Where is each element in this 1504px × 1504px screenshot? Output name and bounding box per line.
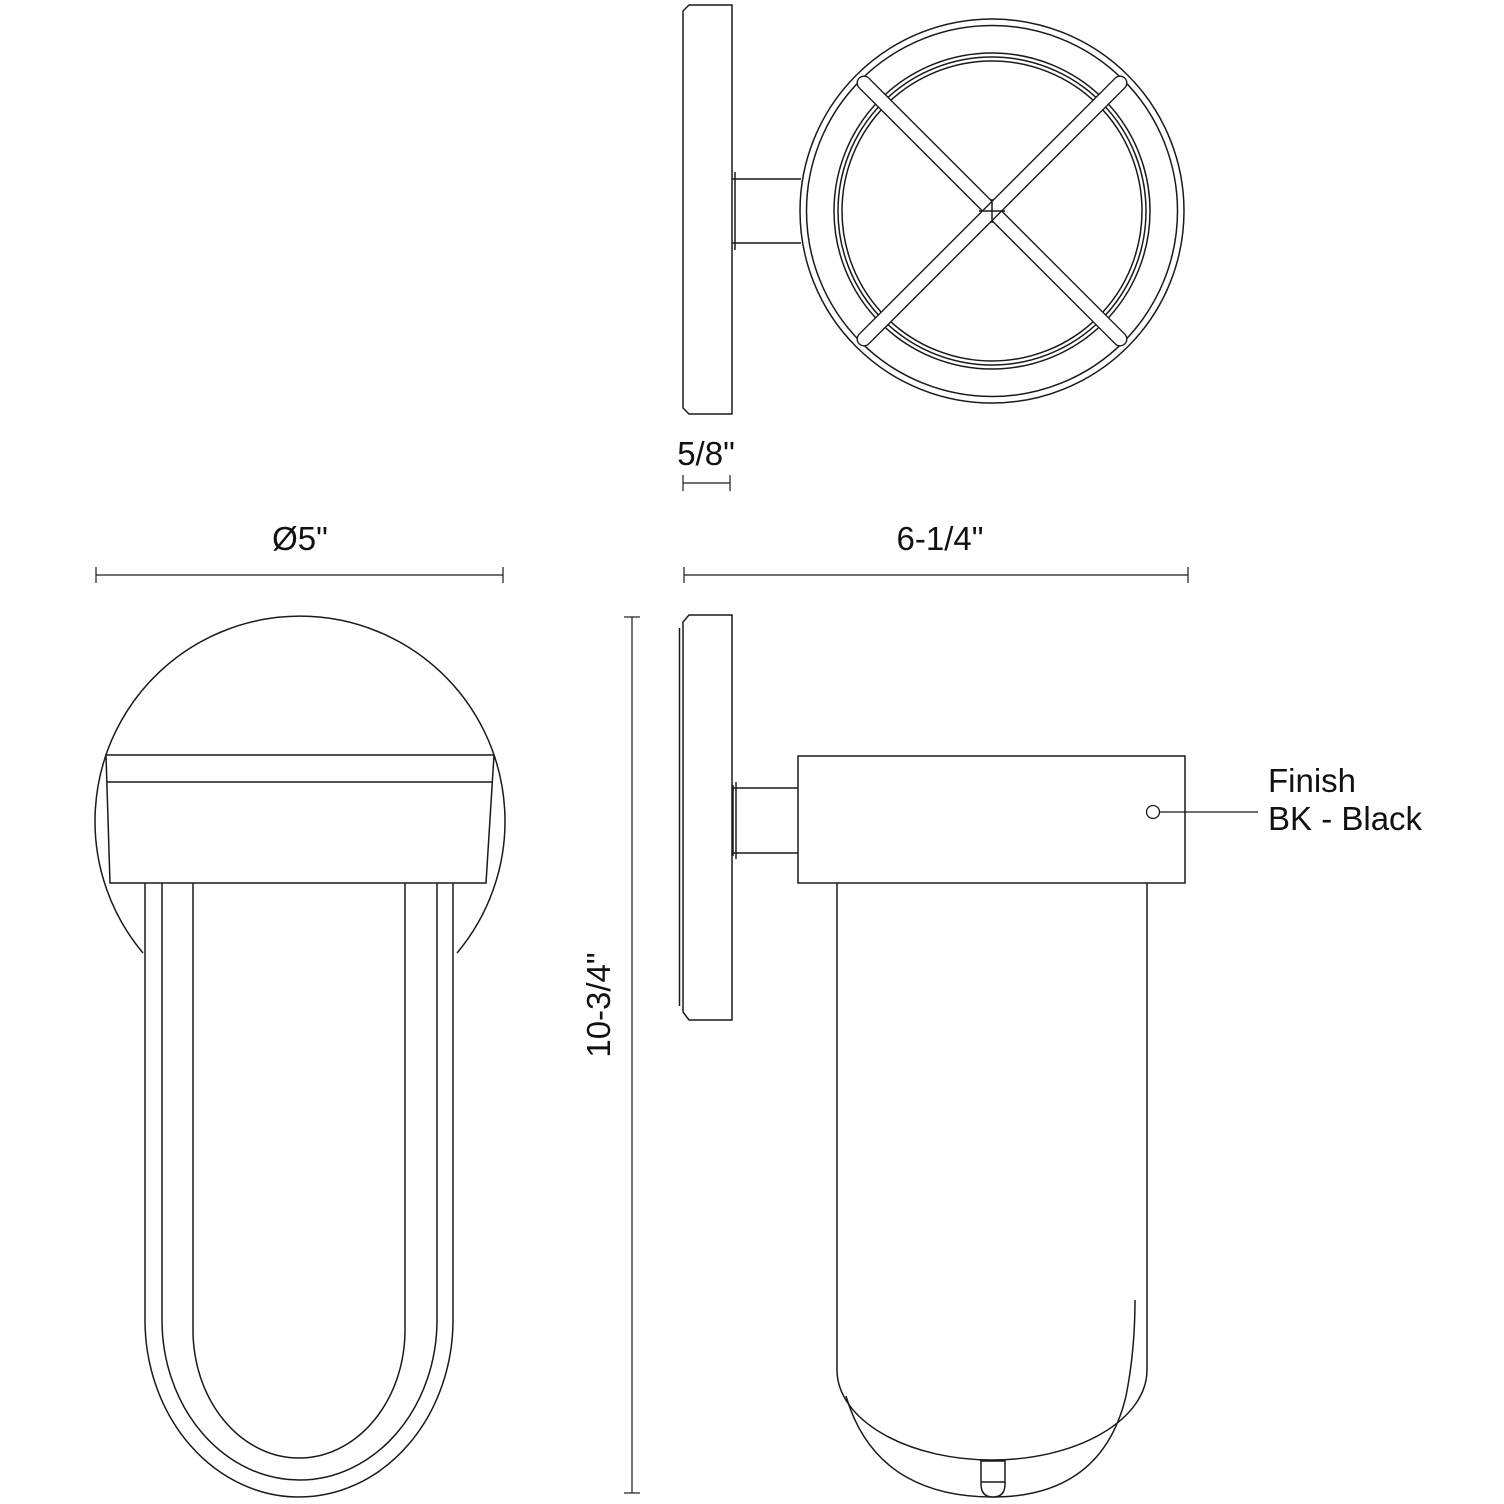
dimension-height: 10-3/4" [580, 616, 640, 1494]
top-view-arm [732, 172, 801, 250]
finish-label-value: BK - Black [1268, 800, 1423, 837]
side-view-glass-shade [836, 883, 1148, 1461]
front-view-backplate [94, 615, 506, 954]
side-view: 6-1/4" 10-3/4" [580, 520, 1423, 1498]
finish-label-title: Finish [1268, 762, 1356, 799]
front-view: Ø5" [94, 520, 506, 1498]
dimension-diameter-label: Ø5" [272, 520, 328, 557]
finish-callout-dot [1145, 804, 1161, 820]
dimension-height-label: 10-3/4" [580, 952, 617, 1057]
side-view-guard-cage [845, 1299, 1136, 1498]
dimension-diameter: Ø5" [95, 520, 504, 583]
dimension-depth-label: 6-1/4" [897, 520, 984, 557]
dimension-plate-depth: 5/8" [677, 435, 735, 491]
front-view-guard-cage [144, 883, 454, 1498]
front-view-glass-shade [192, 883, 406, 1459]
dimension-depth: 6-1/4" [683, 520, 1189, 583]
top-view: 5/8" [677, 4, 1185, 491]
finish-callout: Finish BK - Black [1145, 762, 1423, 837]
side-view-wall-plate [678, 614, 733, 1021]
side-view-body [797, 755, 1186, 884]
side-view-finial [980, 1460, 1006, 1498]
side-view-arm [732, 782, 798, 859]
top-view-wall-plate [682, 4, 733, 415]
top-view-guard-cross [856, 75, 1128, 347]
front-view-body [105, 754, 495, 884]
dimension-plate-depth-label: 5/8" [677, 435, 735, 472]
